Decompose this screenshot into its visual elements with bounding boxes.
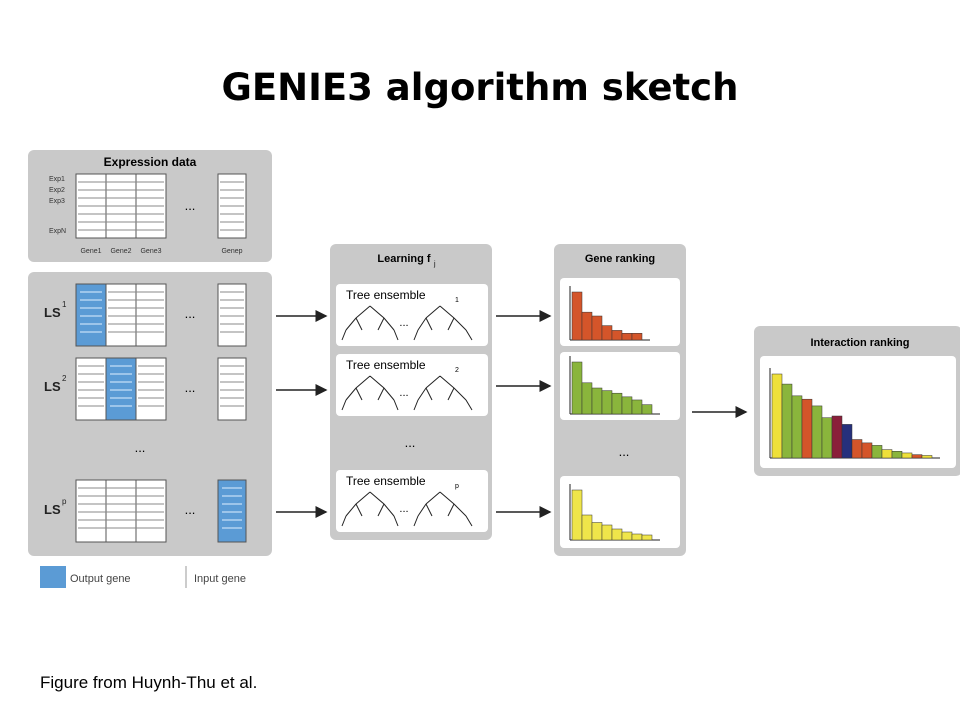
gene-ranking-panel: Gene ranking ... [554,244,686,556]
legend-output-swatch [40,566,66,588]
lsp-label: LS [44,502,61,517]
bar [571,361,583,415]
gene-ranking-chart-1 [569,286,650,341]
gene-ranking-chart-p [569,484,660,541]
bar [631,399,643,415]
bar [781,383,793,459]
tree-ensemble-box-2 [336,354,488,416]
bar [861,442,873,459]
ls2-superscript: 2 [62,374,67,383]
bar [841,424,853,459]
bar [601,325,613,341]
ls1-superscript: 1 [62,300,67,309]
column-label-genep: Genep [221,248,242,255]
figure-caption: Figure from Huynh-Thu et al. [40,673,258,692]
ls1-ellipsis: ... [185,306,196,321]
tree-ensemble-label-2: Tree ensemble [346,358,426,372]
bar [611,330,623,341]
column-label-gene1: Gene1 [80,248,101,255]
bar [821,417,833,459]
bar [791,395,803,459]
expression-data-title: Expression data [104,155,197,169]
interaction-ranking-panel: Interaction ranking [754,326,960,476]
learning-sets-panel: LS 1 ... LS 2 [28,272,272,556]
bar [881,449,893,459]
bar [621,333,633,341]
tree-ellipsis-2: ... [399,387,408,399]
ls1-label: LS [44,305,61,320]
tree-ensemble-sub-2: 2 [455,367,459,374]
bar [631,533,643,541]
learning-panel-subscript: j [433,261,436,268]
gene-ranking-title: Gene ranking [585,253,655,265]
bar [891,451,903,459]
bar [581,382,593,415]
bar [801,398,813,459]
lsp-superscript: p [62,497,67,506]
tree-ensemble-label-1: Tree ensemble [346,288,426,302]
lsp-ellipsis: ... [185,502,196,517]
bar [601,524,613,541]
ls2-ellipsis: ... [185,380,196,395]
legend-input-label: Input gene [194,573,246,585]
row-label-exp3: Exp3 [49,198,65,205]
tree-ensemble-box-1 [336,284,488,346]
learning-panel: Learning f j Tree ensemble 1 ... Tree en… [330,244,492,540]
bar [571,489,583,541]
tree-ellipsis-p: ... [399,503,408,515]
ranking-vertical-ellipsis: ... [619,444,630,459]
legend: Output gene Input gene [40,566,246,588]
bar [581,311,593,341]
interaction-ranking-chart [769,368,940,459]
tree-ensemble-sub-1: 1 [455,297,459,304]
learning-vertical-ellipsis: ... [405,435,416,450]
tree-ensemble-label-p: Tree ensemble [346,474,426,488]
arrows-ls-to-learning [276,310,328,518]
bar [911,454,923,459]
legend-output-label: Output gene [70,573,131,585]
bar [811,405,823,459]
bar [831,415,843,459]
bar [611,392,623,415]
bar [611,528,623,541]
bar [591,522,603,541]
bar [901,452,913,459]
bar [621,531,633,541]
row-label-expn: ExpN [49,228,66,235]
bar [591,387,603,415]
bar [601,390,613,415]
bar [921,455,933,459]
column-label-gene2: Gene2 [110,248,131,255]
bar [851,439,863,459]
slide-title: GENIE3 algorithm sketch [221,66,739,109]
bar [631,333,643,341]
tree-ensemble-sub-p: p [455,483,459,490]
tree-ensemble-box-p [336,470,488,532]
ls2-label: LS [44,379,61,394]
bar [581,514,593,541]
bar [871,445,883,459]
tree-ellipsis-1: ... [399,317,408,329]
arrows-learning-to-ranking [496,310,552,518]
column-label-gene3: Gene3 [140,248,161,255]
expression-ellipsis: ... [185,198,196,213]
bar [771,373,783,459]
learning-panel-title: Learning f [377,253,431,265]
bar [571,291,583,341]
bar [641,534,653,541]
interaction-ranking-title: Interaction ranking [810,337,909,349]
bar [621,396,633,415]
row-label-exp2: Exp2 [49,187,65,194]
expression-data-panel: Expression data Exp1 Exp2 Exp3 ExpN ... … [28,150,272,262]
bar [591,315,603,341]
gene-ranking-chart-2 [569,356,660,415]
ls-vertical-ellipsis: ... [135,440,146,455]
row-label-exp1: Exp1 [49,176,65,183]
bar [641,404,653,415]
